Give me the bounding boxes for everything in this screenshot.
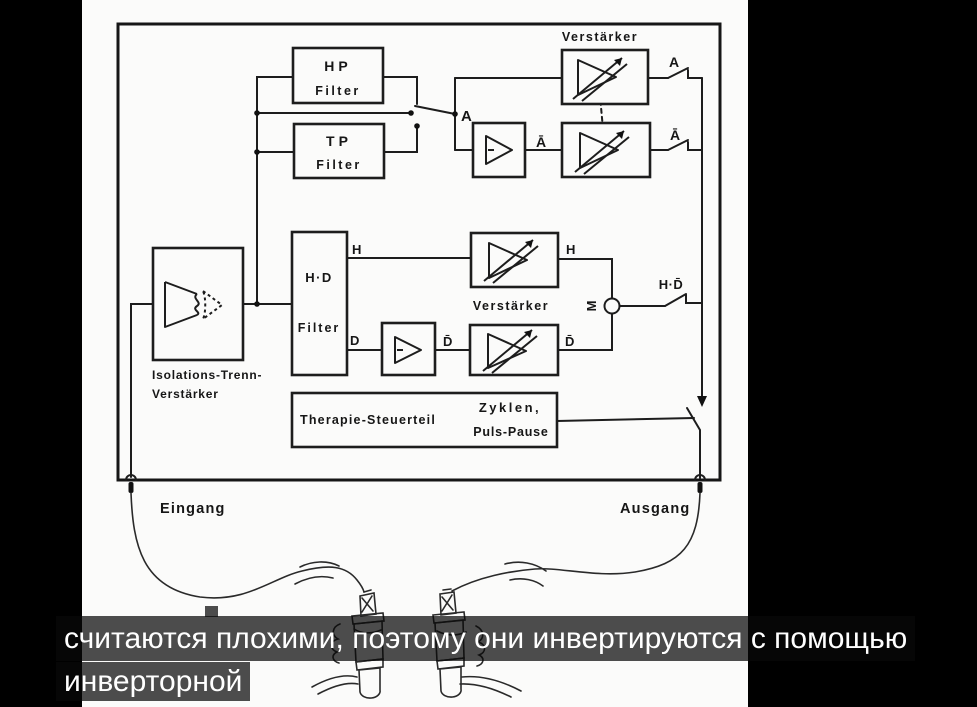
inverter-amplifier-symbol [485,135,513,165]
mixer-node [603,297,621,315]
verstaerker-top-label: Verstärker [562,30,638,44]
wire [557,313,613,351]
verstaerker-mid-label: Verstärker [473,299,549,313]
signal-abar-switch: Ā [670,127,680,143]
mixer-node-label: M [584,301,599,312]
tp-filter-label-line2: Filter [316,158,362,172]
h-amplifier-box [469,231,560,289]
isolation-amplifier-symbol [164,281,223,328]
hp-filter-label-line1: HP [324,58,351,74]
dbar-amplifier-box [468,323,560,377]
io-terminals [125,474,706,599]
therapy-pulspause-label: Puls-Pause [473,425,548,439]
isolation-amp-label-line1: Isolations-Trenn- [152,368,262,382]
signal-a-node: A [461,108,472,125]
hd-filter-label-line2: Filter [298,321,341,335]
junction-dot [254,301,260,307]
signal-hdbar-switch: H·D̄ [659,277,684,292]
signal-dbar-amp-out: D̄ [565,334,574,349]
output-cable [451,492,701,592]
wire [382,76,418,105]
variable-amplifier-symbol [482,329,538,374]
a-switch [667,67,703,79]
subtitle-line1: считаются плохими, поэтому они инвертиру… [56,616,916,661]
signal-abar-after-inverter: Ā [536,134,546,150]
output-switch [686,407,701,479]
subtitle-line2: инверторной [56,662,251,701]
isolation-amp-label-line2: Verstärker [152,387,219,401]
device-enclosure-box [116,22,722,482]
tp-filter-box [292,122,386,180]
therapy-control-label: Therapie-Steuerteil [300,413,436,427]
input-cable [130,492,365,599]
signal-dbar-after-inverter: D̄ [443,334,452,349]
wire [557,258,613,299]
signal-a-switch: A [669,54,679,70]
amplifier-symbols [164,57,630,374]
wire [383,126,418,153]
hd-filter-box [290,230,349,377]
input-terminal-bump [125,474,137,481]
eingang-label: Eingang [160,501,226,517]
bus-arrowhead [697,396,707,407]
wire [130,303,154,478]
signal-d-filter-out: D [350,333,359,348]
signal-h-filter-out: H [352,242,361,257]
ausgang-label: Ausgang [620,501,690,517]
junction-dot [414,123,420,129]
therapy-control-box [290,391,559,449]
therapy-zyklen-label: Zyklen, [479,400,541,415]
junction-dot [452,111,458,117]
junction-dots [254,110,458,307]
abar-switch [667,139,703,151]
d-inverter-box [380,321,437,377]
wire [256,76,294,305]
signal-h-amp-out: H [566,242,575,257]
caption-artifact [205,606,218,617]
tp-filter-label-line1: TP [326,133,352,149]
abar-amplifier-box [560,121,652,179]
junction-dot [408,110,414,116]
junction-dot [254,149,260,155]
hp-filter-box [291,46,385,105]
output-plug [697,482,703,493]
hdbar-switch [664,293,703,307]
junction-dot [254,110,260,116]
filter-selector-switch [414,105,456,115]
variable-amplifier-symbol [483,239,539,284]
inverter-amplifier-symbol [394,336,422,364]
variable-amplifier-symbol [574,130,630,175]
a-amplifier-box [560,48,650,106]
wire [556,417,695,422]
output-terminal-bump [694,474,706,481]
hp-filter-label-line2: Filter [315,84,361,98]
a-inverter-box [471,121,527,179]
variable-amplifier-symbol [572,57,628,102]
wires [130,67,707,479]
hd-filter-label-line1: H·D [305,270,333,285]
input-plug [128,482,134,493]
